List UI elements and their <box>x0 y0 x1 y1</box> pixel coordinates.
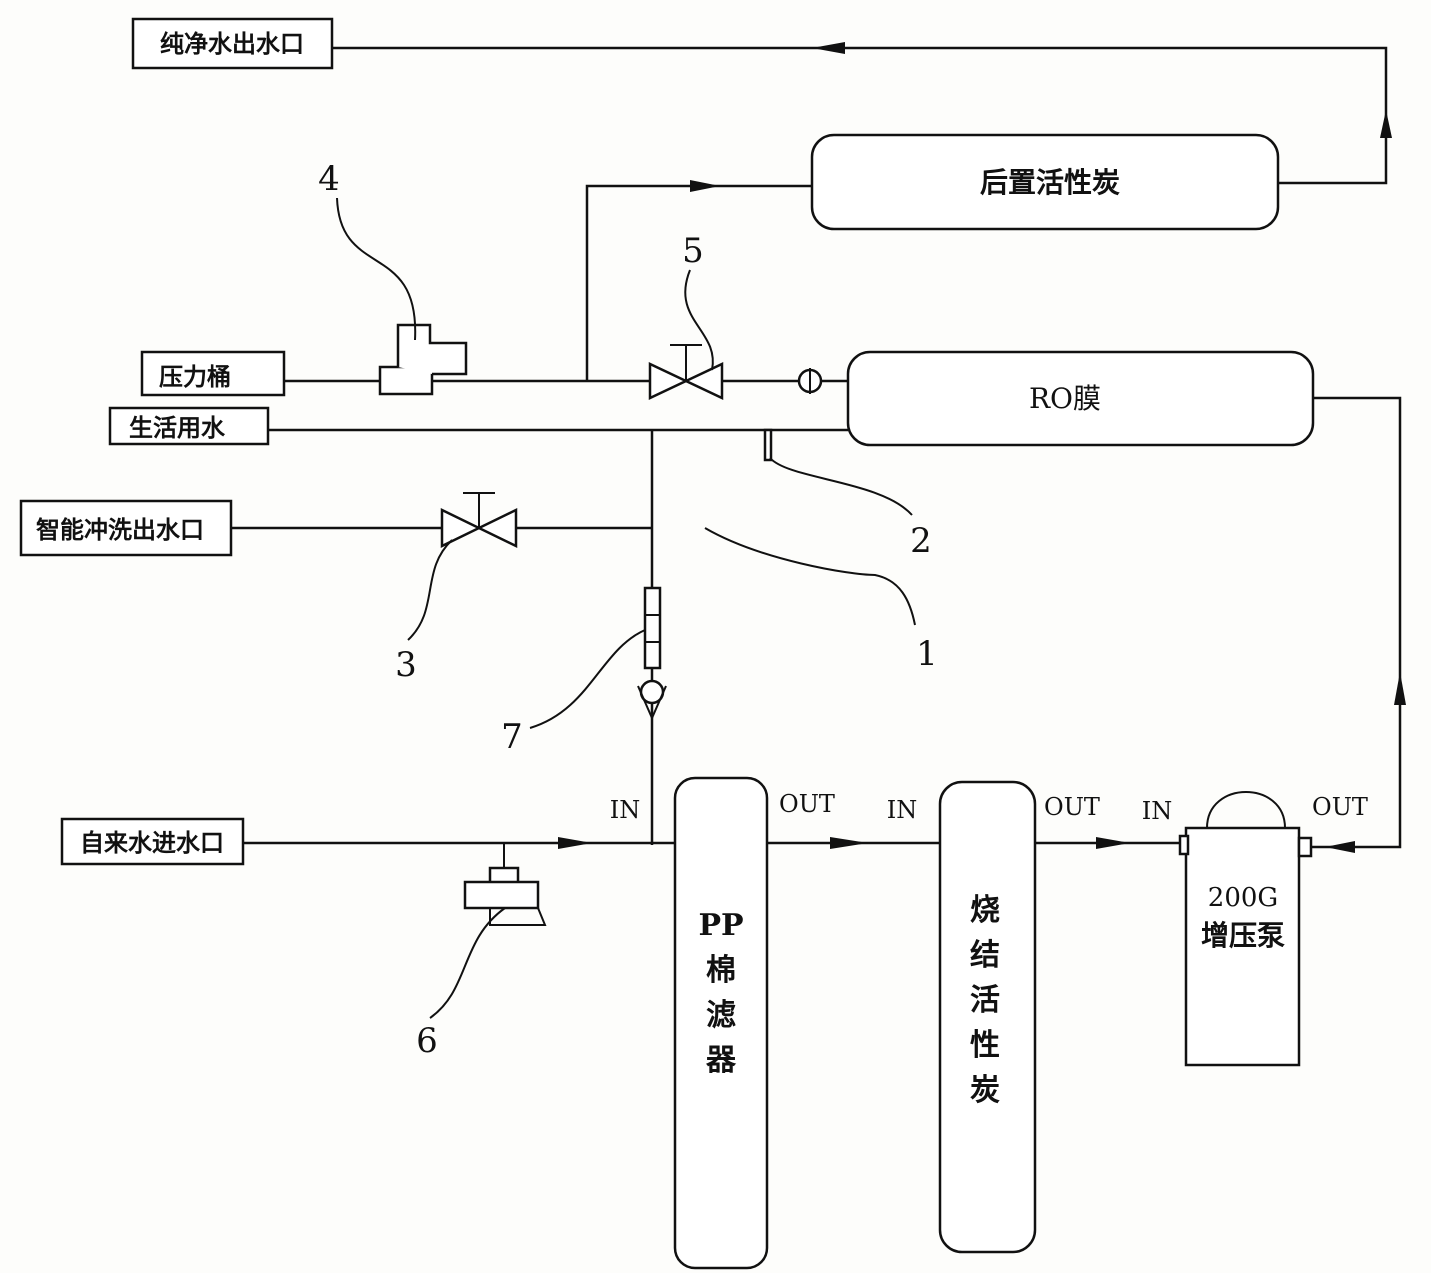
pipe-to-post-carbon <box>585 184 812 381</box>
leader-7 <box>529 629 646 729</box>
leader-4 <box>336 197 417 341</box>
flow-arrows <box>558 42 1406 853</box>
box-tap-water-inlet <box>60 817 245 866</box>
label-sintered-carbon-1: 烧 <box>970 893 1000 928</box>
box-domestic-water <box>108 406 270 446</box>
box-smart-flush-outlet <box>19 499 233 557</box>
callout-6: 6 <box>416 1021 438 1061</box>
sensor-2 <box>763 428 773 462</box>
pp-cotton-filter <box>673 776 769 1270</box>
port-carbon-in: IN <box>887 796 917 824</box>
valve-3 <box>440 492 518 548</box>
port-pp-in: IN <box>610 796 640 824</box>
check-valve <box>797 368 823 394</box>
port-carbon-out: OUT <box>1044 793 1100 821</box>
booster-pump <box>1178 791 1313 1067</box>
port-pp-out: OUT <box>779 790 835 818</box>
box-pure-water-outlet <box>131 17 334 70</box>
label-tap-water-inlet: 自来水进水口 <box>80 828 224 857</box>
label-domestic-water: 生活用水 <box>129 413 226 442</box>
callout-1: 1 <box>916 634 938 674</box>
leader-6 <box>429 907 506 1019</box>
leader-2 <box>769 457 913 516</box>
callout-3: 3 <box>395 645 417 685</box>
pressure-switch-4 <box>378 323 468 396</box>
label-smart-flush-outlet: 智能冲洗出水口 <box>36 515 204 544</box>
label-sintered-carbon-3: 活 <box>970 983 1000 1018</box>
valve-5 <box>648 344 724 400</box>
label-pp-filter-1: PP <box>698 908 743 943</box>
ro-membrane <box>846 350 1315 447</box>
check-valve-inlet <box>637 679 667 721</box>
label-post-carbon: 后置活性炭 <box>980 166 1120 199</box>
leader-3 <box>407 539 453 641</box>
label-pump-capacity: 200G <box>1208 883 1278 913</box>
leader-5 <box>684 269 714 371</box>
label-pp-filter-2: 棉 <box>706 953 736 988</box>
solenoid-valve-6 <box>463 843 547 926</box>
callout-2: 2 <box>910 521 932 561</box>
callout-4: 4 <box>318 159 340 199</box>
leader-1 <box>704 527 916 626</box>
box-pressure-tank <box>140 350 286 397</box>
callout-7: 7 <box>501 717 523 757</box>
port-pump-in: IN <box>1142 797 1172 825</box>
sintered-carbon-filter <box>938 780 1037 1254</box>
flow-sensor-7 <box>643 586 662 670</box>
label-sintered-carbon-2: 结 <box>970 938 1000 973</box>
callout-5: 5 <box>682 231 704 271</box>
label-pp-filter-3: 滤 <box>706 998 736 1033</box>
label-ro-membrane: RO膜 <box>1029 382 1101 415</box>
label-pump-name: 增压泵 <box>1201 919 1285 952</box>
port-pump-out: OUT <box>1312 793 1368 821</box>
label-pure-water-outlet: 纯净水出水口 <box>160 29 304 58</box>
label-sintered-carbon-5: 炭 <box>970 1073 1000 1108</box>
pipe-pump-to-ro <box>1311 396 1402 849</box>
label-pressure-tank: 压力桶 <box>159 362 231 391</box>
label-sintered-carbon-4: 性 <box>970 1028 1000 1063</box>
post-carbon-filter <box>810 133 1280 231</box>
label-pp-filter-4: 器 <box>705 1043 737 1078</box>
